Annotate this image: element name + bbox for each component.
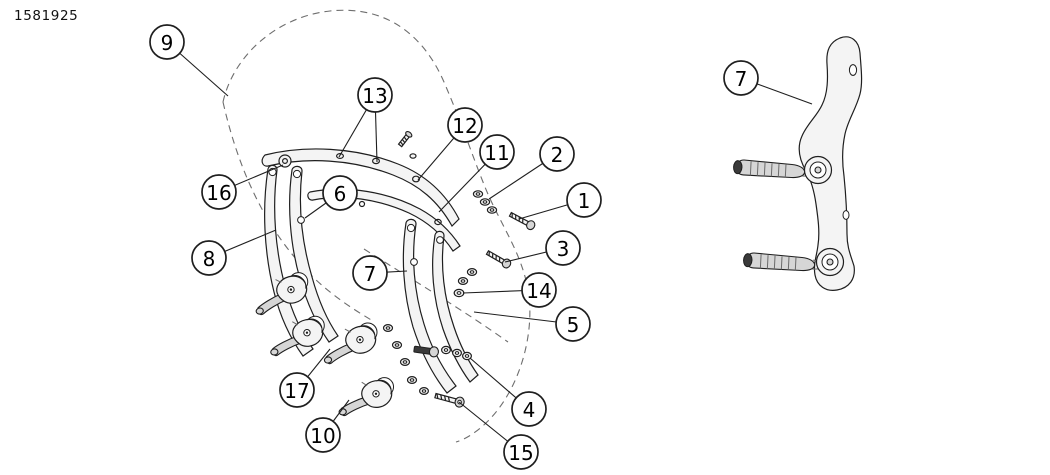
- callout-7-main: 7: [352, 255, 408, 291]
- callout-11: 11: [438, 134, 515, 213]
- screw-15: [434, 392, 465, 408]
- detail-clamp-lever-lower: [742, 251, 827, 273]
- callout-10: 10: [305, 399, 350, 453]
- clamp-assembly-4: [335, 376, 397, 417]
- callout-12: 12: [417, 107, 483, 181]
- callout-label: 3: [557, 237, 570, 261]
- screw-3: [485, 249, 512, 269]
- screw-1: [508, 211, 536, 231]
- callout-circle: [479, 134, 515, 170]
- callout-13: 13: [338, 77, 393, 163]
- callout-circle: [322, 175, 358, 211]
- spacer-washers: [382, 324, 418, 385]
- detail-pivot-lower: [815, 247, 845, 277]
- washer-14: [453, 288, 465, 298]
- callout-label: 4: [523, 398, 536, 422]
- trim-washer: [409, 153, 417, 159]
- callout-8: 8: [191, 229, 277, 276]
- callout-circle: [352, 255, 388, 291]
- callout-label: 17: [284, 379, 309, 403]
- callout-circle: [305, 417, 341, 453]
- trim-screw: [397, 131, 413, 148]
- windshield-trim-strip: [261, 148, 460, 227]
- callout-label: 7: [364, 262, 377, 286]
- callout-1: 1: [518, 182, 602, 220]
- washer-stack-2: [472, 190, 498, 214]
- callout-circle: [357, 77, 393, 113]
- callout-circle: [279, 372, 315, 408]
- callout-label: 5: [567, 313, 580, 337]
- callout-9: 9: [149, 24, 229, 97]
- callout-label: 9: [161, 31, 174, 55]
- callout-circle: [201, 174, 237, 210]
- callout-circle: [539, 136, 575, 172]
- callout-label: 16: [206, 181, 231, 205]
- callout-circle: [149, 24, 185, 60]
- callout-circle: [555, 306, 591, 342]
- callout-label: 6: [334, 182, 347, 206]
- callout-label: 1: [578, 189, 591, 213]
- callout-label: 2: [551, 143, 564, 167]
- callout-label: 8: [203, 247, 216, 271]
- callout-2: 2: [488, 136, 575, 200]
- callout-5: 5: [473, 306, 591, 342]
- right-bracket-inner: [402, 218, 457, 394]
- callout-17: 17: [279, 348, 331, 408]
- callout-layer: 9 13 12 11 21 16 6 8 3 7 14 5 17 4 10 15 7: [149, 24, 813, 470]
- callout-circle: [511, 391, 547, 427]
- washers-15: [419, 387, 430, 396]
- callout-6: 6: [304, 175, 358, 219]
- callout-label: 13: [362, 84, 387, 108]
- bolt-dark: [413, 345, 440, 358]
- callout-7-detail: 7: [723, 60, 813, 105]
- washer-stack-3: [457, 268, 478, 286]
- callout-3: 3: [504, 230, 581, 266]
- callout-14: 14: [462, 272, 557, 308]
- callout-circle: [566, 182, 602, 218]
- callout-label: 7: [735, 67, 748, 91]
- part-number: 1581925: [14, 8, 79, 24]
- callout-16: 16: [201, 164, 284, 210]
- callout-label: 10: [310, 424, 335, 448]
- callout-circle: [447, 107, 483, 143]
- small-nut: [358, 200, 366, 208]
- callout-circle: [503, 434, 539, 470]
- callout-4: 4: [469, 357, 547, 427]
- callout-label: 12: [452, 114, 477, 138]
- trim-end-nut: [278, 154, 292, 168]
- callout-circle: [521, 272, 557, 308]
- callout-label: 11: [484, 141, 509, 165]
- detail-pivot-upper: [803, 155, 833, 185]
- callout-circle: [723, 60, 759, 96]
- callout-15: 15: [458, 401, 539, 470]
- callout-label: 15: [508, 441, 533, 465]
- callout-circle: [191, 240, 227, 276]
- callout-circle: [545, 230, 581, 266]
- callout-label: 14: [526, 279, 551, 303]
- washer-group-4: [441, 345, 473, 361]
